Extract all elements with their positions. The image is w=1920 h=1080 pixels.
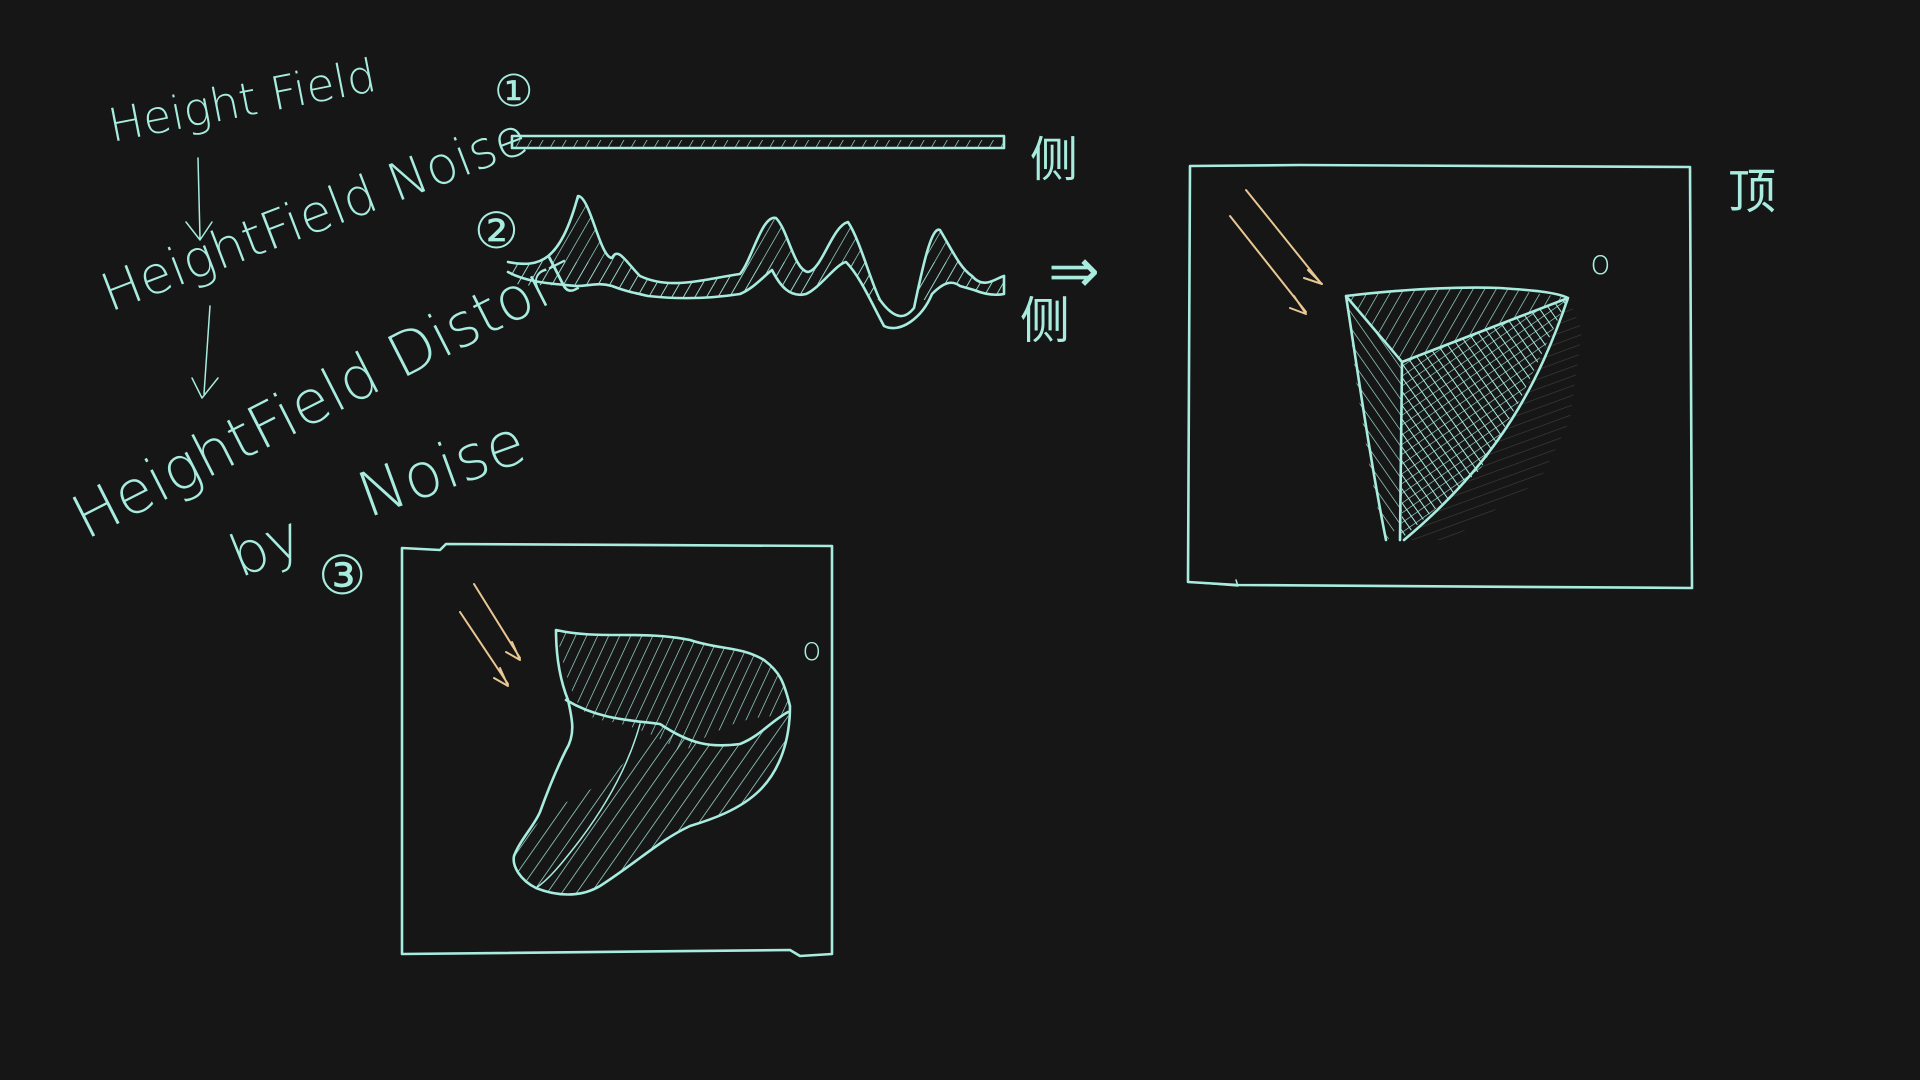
top-view-label: 顶	[1728, 164, 1776, 220]
top-view-frame: 顶 o	[1186, 163, 1776, 590]
rock-outline	[512, 628, 792, 896]
step3-title-noise: Noise	[348, 405, 535, 532]
step1-side-view: ① 侧	[494, 66, 1078, 188]
light-direction-2-icon	[459, 583, 521, 687]
light-direction-icon	[1229, 189, 1323, 315]
flow-arrow-2-icon	[191, 305, 219, 399]
rock-ridge	[564, 698, 790, 747]
sun-marker-top: o	[1590, 243, 1611, 283]
noise-profile-bottom	[506, 260, 1006, 330]
distort-view-border	[400, 542, 834, 958]
noise-profile-top	[506, 194, 1006, 318]
side-view-label-1: 侧	[1030, 132, 1078, 188]
rock-inner-edge	[535, 723, 641, 889]
side-view-label-2: 侧	[1020, 292, 1070, 350]
top-view-border-tick	[1187, 579, 1239, 587]
sun-marker-bottom: o	[802, 630, 822, 668]
flat-plate-hatching	[512, 140, 1004, 148]
rock-bottom-hatching	[513, 712, 789, 895]
result-arrow-icon: ⇒	[1048, 234, 1100, 307]
flow-arrow-1-icon	[185, 157, 213, 241]
step1-title: Height Field	[104, 48, 381, 153]
marker-1: ①	[494, 66, 533, 117]
cone-outline	[1344, 286, 1570, 542]
distort-view-frame: o	[400, 542, 834, 958]
step-titles: Height Field HeightField Noise HeightFie…	[61, 48, 589, 607]
marker-2: ②	[474, 202, 519, 260]
marker-3: ③	[318, 544, 366, 607]
step3-title-by: by	[220, 501, 311, 591]
step2-side-view: ② 侧 ⇒	[474, 194, 1100, 350]
